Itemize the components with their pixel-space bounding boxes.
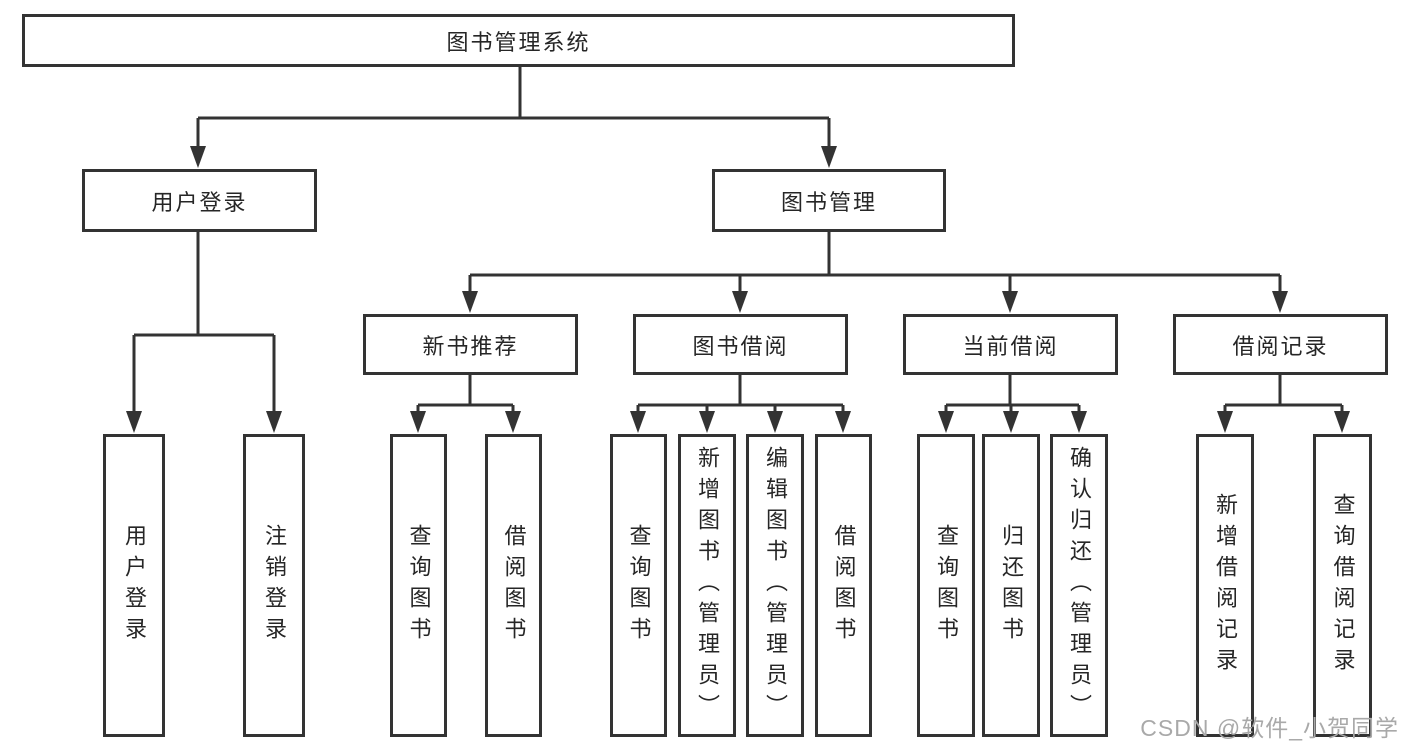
csdn-watermark: CSDN @软件_小贺同学 — [1140, 715, 1399, 741]
node-current-borrowing: 当前借阅 — [903, 314, 1118, 375]
leaf-label: 新增图书（管理员） — [695, 446, 720, 725]
leaf-confirm-return-admin: 确认归还（管理员） — [1050, 434, 1108, 737]
leaf-label: 归还图书 — [999, 523, 1024, 648]
leaf-borrow-books-recommend: 借阅图书 — [485, 434, 542, 737]
leaf-label: 编辑图书（管理员） — [763, 446, 788, 725]
node-book-borrowing: 图书借阅 — [633, 314, 848, 375]
leaf-user-login: 用户登录 — [103, 434, 165, 737]
leaf-label: 查询图书 — [406, 523, 432, 648]
leaf-label: 借阅图书 — [501, 523, 527, 648]
leaf-label: 借阅图书 — [831, 523, 857, 648]
leaf-label: 确认归还（管理员） — [1067, 446, 1092, 725]
arrowheads — [126, 146, 1350, 433]
leaf-borrow-books-borrowing: 借阅图书 — [815, 434, 872, 737]
leaf-label: 查询借阅记录 — [1330, 492, 1356, 679]
leaf-query-books-borrowing: 查询图书 — [610, 434, 667, 737]
node-borrowing-records: 借阅记录 — [1173, 314, 1388, 375]
node-book-management: 图书管理 — [712, 169, 946, 232]
leaf-add-books-admin: 新增图书（管理员） — [678, 434, 736, 737]
leaf-edit-books-admin: 编辑图书（管理员） — [746, 434, 804, 737]
node-new-book-recommendation: 新书推荐 — [363, 314, 578, 375]
leaf-label: 查询图书 — [626, 523, 652, 648]
leaf-label: 查询图书 — [934, 523, 959, 648]
leaf-label: 新增借阅记录 — [1213, 492, 1238, 679]
leaf-return-books: 归还图书 — [982, 434, 1040, 737]
node-user-login: 用户登录 — [82, 169, 317, 232]
leaf-add-borrow-record: 新增借阅记录 — [1196, 434, 1254, 737]
node-library-management-system: 图书管理系统 — [22, 14, 1015, 67]
leaf-logout: 注销登录 — [243, 434, 305, 737]
leaf-query-books-current: 查询图书 — [917, 434, 975, 737]
leaf-query-books-recommend: 查询图书 — [390, 434, 447, 737]
leaf-label: 用户登录 — [122, 523, 147, 648]
leaf-query-borrow-record: 查询借阅记录 — [1313, 434, 1372, 737]
leaf-label: 注销登录 — [262, 523, 287, 648]
